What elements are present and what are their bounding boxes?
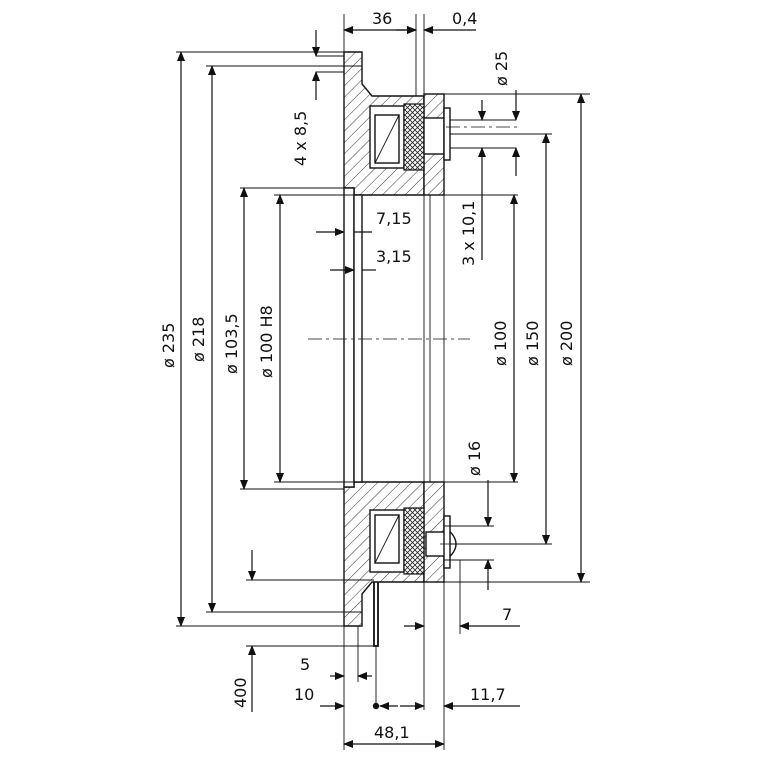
dim-dia-200: ø 200 [557,321,576,366]
bore-strip-inner [353,194,363,483]
friction-lining-lower [403,507,425,575]
dim-dia-16: ø 16 [465,441,484,476]
bore-strip-left [343,187,355,488]
dimension-lines [177,26,585,748]
dim-7-15: 7,15 [376,209,412,228]
dim-400: 400 [231,677,250,708]
dim-dia-100: ø 100 [491,321,510,366]
dim-dia-235: ø 235 [159,323,178,368]
dimension-labels: 36 0,4 ø 25 4 x 8,5 7,15 3,15 3 x 10,1 ø… [159,9,576,742]
dim-48-1: 48,1 [374,723,410,742]
dim-3-15: 3,15 [376,247,412,266]
screw-head-upper [423,117,445,155]
dim-dia-25: ø 25 [492,51,511,86]
dim-11-7: 11,7 [470,685,506,704]
cable [373,582,379,647]
dim-10: 10 [294,685,314,704]
dim-dia-100-h8: ø 100 H8 [257,305,276,378]
dim-0-4: 0,4 [452,9,477,28]
extension-lines [176,14,590,750]
dim-dia-150: ø 150 [523,321,542,366]
part-section [343,51,516,647]
friction-lining-upper [403,103,425,171]
dim-dia-218: ø 218 [189,317,208,362]
dim-5: 5 [300,655,310,674]
dim-4x8-5: 4 x 8,5 [291,111,310,166]
dim-7: 7 [502,605,512,624]
dim-36: 36 [372,9,392,28]
dim-dia-103-5: ø 103,5 [222,313,241,374]
dim-3x10-1: 3 x 10,1 [459,201,478,266]
